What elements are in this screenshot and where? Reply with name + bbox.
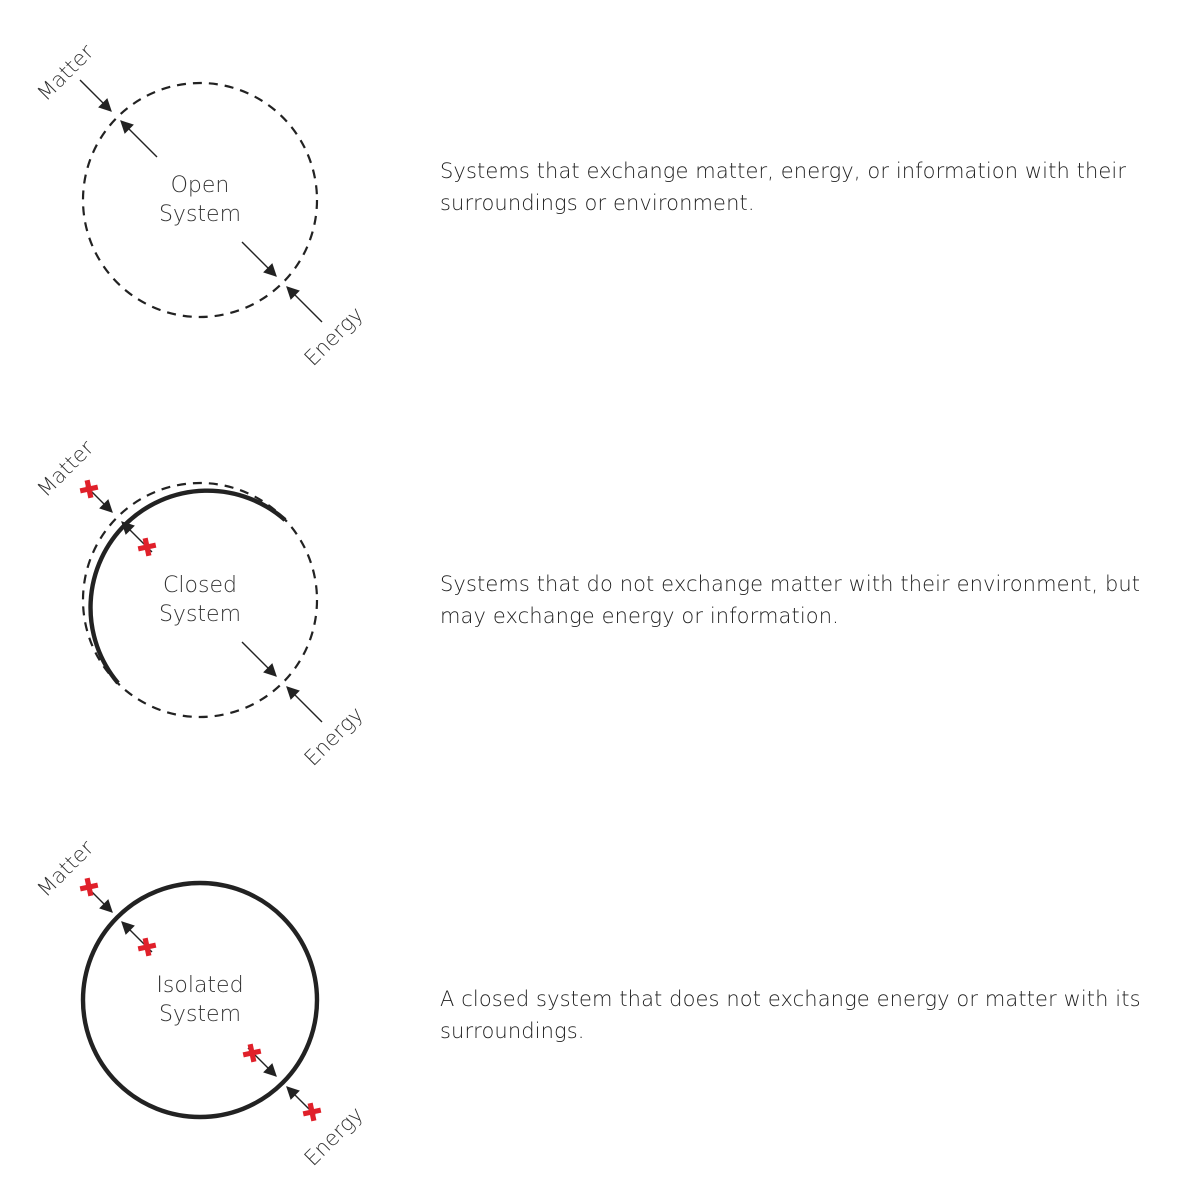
isolated-system-title-line1: Isolated	[156, 973, 243, 998]
isolated-system-description: A closed system that does not exchange e…	[440, 987, 1141, 1043]
open-system-title-line1: Open	[171, 173, 230, 198]
closed-system-dashed-boundary	[81, 481, 319, 719]
open-energy-inner-arrow	[241, 241, 277, 277]
isolated-energy-blocked-inner-icon	[242, 1043, 262, 1063]
open-system-description: Systems that exchange matter, energy, or…	[440, 159, 1127, 215]
closed-matter-blocked-outer-icon	[79, 479, 99, 499]
closed-energy-label: Energy	[300, 702, 368, 770]
open-system-diagram: Open System Matter Energy	[33, 40, 368, 371]
open-matter-in-arrow	[79, 79, 112, 112]
open-energy-label: Energy	[300, 302, 368, 370]
open-system-boundary	[81, 81, 319, 319]
closed-system-title-line2: System	[159, 602, 241, 627]
isolated-matter-blocked-inner-icon	[137, 937, 157, 957]
isolated-system-boundary	[80, 880, 320, 1120]
closed-energy-inner-arrow	[241, 641, 277, 677]
closed-energy-in-arrow	[286, 686, 323, 723]
closed-system-diagram: Closed System Matter Energy	[33, 436, 368, 771]
isolated-system-title-line2: System	[159, 1002, 241, 1027]
open-matter-inner-arrow	[120, 120, 158, 158]
closed-system-title-line1: Closed	[163, 573, 237, 598]
open-matter-label: Matter	[33, 40, 99, 106]
open-energy-in-arrow	[286, 286, 323, 323]
closed-system-description: Systems that do not exchange matter with…	[440, 572, 1141, 628]
closed-matter-blocked-inner-icon	[137, 537, 157, 557]
isolated-system-diagram: Isolated System Matter Energy	[33, 836, 368, 1171]
isolated-energy-blocked-outer-icon	[302, 1102, 322, 1122]
isolated-matter-blocked-outer-icon	[79, 877, 99, 897]
open-system-title-line2: System	[159, 202, 241, 227]
